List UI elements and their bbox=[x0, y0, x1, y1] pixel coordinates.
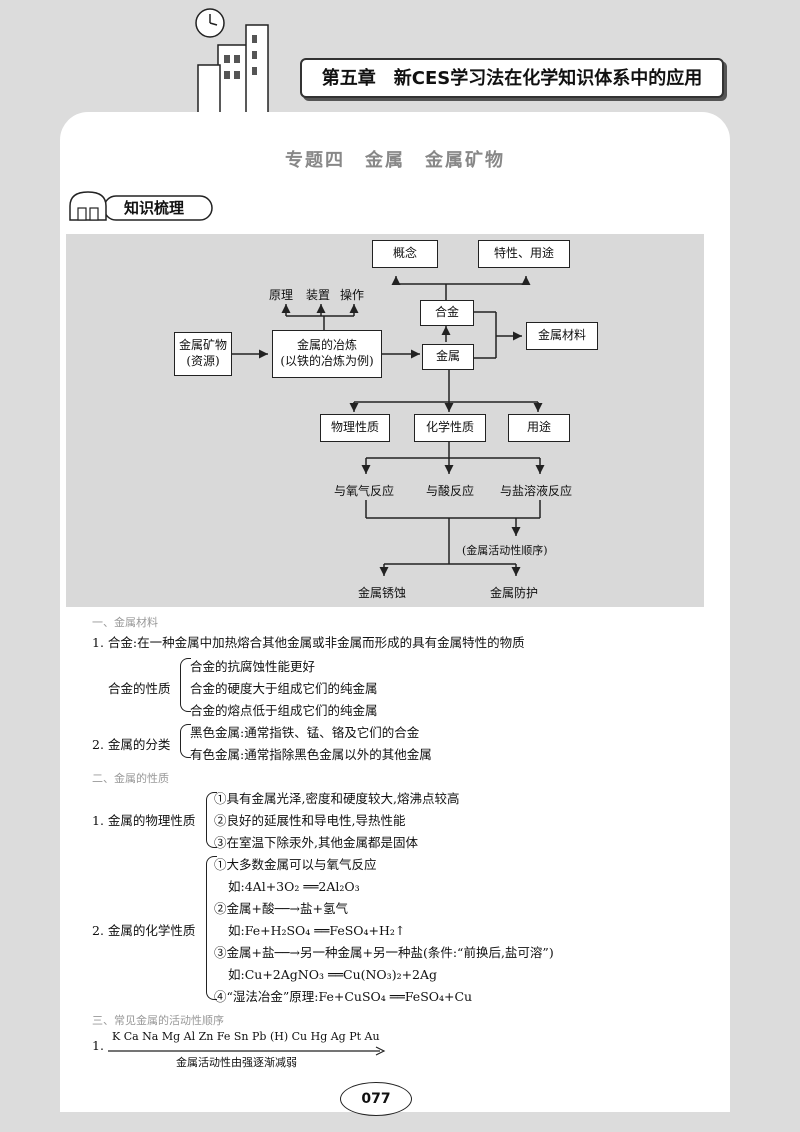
alloy-definition: 1. 合金:在一种金属中加热熔合其他金属或非金属而形成的具有金属特性的物质 bbox=[92, 635, 525, 650]
box-physical-properties: 物理性质 bbox=[320, 414, 390, 442]
chemical-prop-4: ④“湿法冶金”原理:Fe+CuSO₄ ══FeSO₄+Cu bbox=[214, 989, 473, 1004]
chemical-properties-brace bbox=[206, 856, 217, 1000]
knowledge-diagram: 概念 特性、用途 原理 装置 操作 合金 金属材料 金属矿物 (资源) 金属的冶… bbox=[66, 234, 704, 607]
chemical-prop-1-example: 如:4Al+3O₂ ══2Al₂O₃ bbox=[228, 879, 360, 894]
box-alloy: 合金 bbox=[420, 300, 474, 326]
section-1-heading: 一、金属材料 bbox=[92, 616, 158, 629]
label-react-salt: 与盐溶液反应 bbox=[500, 484, 573, 498]
physical-properties-brace bbox=[206, 792, 217, 848]
physical-prop-2: ②良好的延展性和导电性,导热性能 bbox=[214, 813, 406, 828]
activity-series: K Ca Na Mg Al Zn Fe Sn Pb (H) Cu Hg Ag P… bbox=[112, 1030, 380, 1043]
label-operation: 操作 bbox=[340, 288, 365, 302]
section-3-heading: 三、常见金属的活动性顺序 bbox=[92, 1014, 224, 1027]
activity-series-arrow bbox=[108, 1046, 386, 1056]
page-number: 077 bbox=[340, 1082, 412, 1116]
chemical-prop-3-example: 如:Cu+2AgNO₃ ══Cu(NO₃)₂+2Ag bbox=[228, 967, 438, 982]
label-apparatus: 装置 bbox=[306, 288, 331, 302]
label-activity-series: (金属活动性顺序) bbox=[462, 544, 548, 557]
box-properties-uses: 特性、用途 bbox=[478, 240, 570, 268]
physical-properties-label: 1. 金属的物理性质 bbox=[92, 813, 196, 828]
alloy-properties-brace bbox=[180, 658, 191, 712]
physical-prop-3: ③在室温下除汞外,其他金属都是固体 bbox=[214, 835, 418, 850]
nonferrous-metals: 有色金属:通常指除黑色金属以外的其他金属 bbox=[190, 747, 432, 762]
box-smelting-line2: (以铁的冶炼为例) bbox=[280, 354, 374, 368]
section-pill bbox=[69, 191, 213, 221]
activity-series-number: 1. bbox=[92, 1038, 104, 1053]
classification-brace bbox=[180, 724, 191, 758]
alloy-prop-1: 合金的抗腐蚀性能更好 bbox=[190, 659, 316, 674]
activity-series-caption: 金属活动性由强逐渐减弱 bbox=[176, 1056, 297, 1069]
chemical-prop-2-example: 如:Fe+H₂SO₄ ══FeSO₄+H₂↑ bbox=[228, 923, 406, 938]
box-concept: 概念 bbox=[372, 240, 438, 268]
chemical-prop-1: ①大多数金属可以与氧气反应 bbox=[214, 857, 377, 872]
metal-classification-label: 2. 金属的分类 bbox=[92, 737, 171, 752]
box-metal-minerals: 金属矿物 (资源) bbox=[174, 332, 232, 376]
chemical-prop-2: ②金属+酸──→盐+氢气 bbox=[214, 901, 348, 916]
chapter-banner: 第五章 新CES学习法在化学知识体系中的应用 bbox=[300, 58, 724, 98]
box-metal: 金属 bbox=[422, 344, 474, 370]
diagram-connectors bbox=[232, 276, 545, 576]
box-uses: 用途 bbox=[508, 414, 570, 442]
alloy-properties-label: 合金的性质 bbox=[108, 681, 171, 696]
box-smelting-line1: 金属的冶炼 bbox=[296, 338, 357, 353]
box-metal-materials: 金属材料 bbox=[526, 322, 598, 350]
alloy-prop-3: 合金的熔点低于组成它们的纯金属 bbox=[190, 703, 378, 718]
label-protection: 金属防护 bbox=[490, 586, 539, 600]
topic-title: 专题四 金属 金属矿物 bbox=[285, 150, 505, 171]
chemical-prop-3: ③金属+盐──→另一种金属+另一种盐(条件:“前换后,盐可溶”) bbox=[214, 945, 554, 960]
label-react-acid: 与酸反应 bbox=[426, 484, 475, 498]
box-metal-minerals-line2: (资源) bbox=[186, 354, 220, 368]
alloy-prop-2: 合金的硬度大于组成它们的纯金属 bbox=[190, 681, 378, 696]
chemical-properties-label: 2. 金属的化学性质 bbox=[92, 923, 196, 938]
label-principle: 原理 bbox=[269, 288, 294, 302]
ferrous-metals: 黑色金属:通常指铁、锰、铬及它们的合金 bbox=[190, 725, 420, 740]
physical-prop-1: ①具有金属光泽,密度和硬度较大,熔沸点较高 bbox=[214, 791, 460, 806]
city-illustration bbox=[195, 8, 269, 114]
section-2-heading: 二、金属的性质 bbox=[92, 772, 169, 785]
box-smelting: 金属的冶炼 (以铁的冶炼为例) bbox=[272, 330, 382, 378]
box-metal-minerals-line1: 金属矿物 bbox=[178, 338, 227, 353]
box-chemical-properties: 化学性质 bbox=[414, 414, 486, 442]
chapter-title: 第五章 新CES学习法在化学知识体系中的应用 bbox=[321, 68, 703, 89]
label-react-oxygen: 与氧气反应 bbox=[334, 484, 395, 498]
section-label: 知识梳理 bbox=[124, 199, 185, 217]
label-corrosion: 金属锈蚀 bbox=[358, 586, 407, 600]
